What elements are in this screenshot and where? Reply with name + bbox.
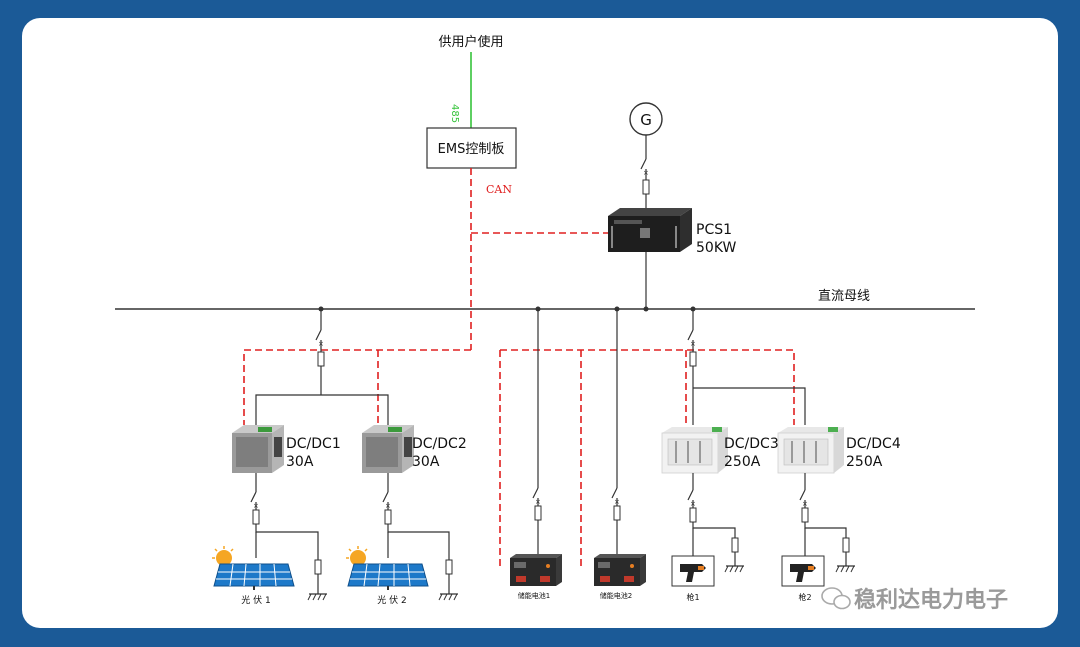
pcs-power: 50KW [696, 240, 736, 256]
gun1-label: 枪1 [686, 592, 699, 602]
dcdc4-name: DC/DC4 [846, 436, 901, 452]
can-bus-lines [243, 168, 795, 567]
pcs-cabinet-icon [608, 208, 692, 252]
wechat-icon [821, 587, 851, 610]
bus-label: 直流母线 [818, 289, 870, 304]
bat2-label: 储能电池2 [600, 591, 632, 600]
pcs-name: PCS1 [696, 222, 732, 238]
dcdc2-module [362, 425, 414, 473]
dcdc4-module [777, 426, 845, 474]
ems-board [426, 127, 517, 169]
generator-label: G [640, 111, 652, 129]
dcdc4-current: 250A [846, 454, 883, 470]
pv2-label: 光 伏 2 [377, 594, 406, 606]
dcdc2-current: 30A [412, 454, 440, 470]
user-label: 供用户使用 [438, 34, 503, 50]
dcdc2-name: DC/DC2 [412, 436, 467, 452]
diagram-panel [22, 18, 1058, 628]
bat1-label: 储能电池1 [518, 591, 550, 600]
dcdc3-name: DC/DC3 [724, 436, 779, 452]
dcdc1-module [232, 425, 284, 473]
ems-label: EMS控制板 [438, 142, 505, 157]
watermark-text: 稳利达电力电子 [854, 587, 1008, 613]
rs485-label: 485 [449, 104, 460, 123]
pv1-label: 光 伏 1 [241, 594, 270, 606]
dcdc3-current: 250A [724, 454, 761, 470]
dcdc3-module [661, 426, 729, 474]
dcdc1-current: 30A [286, 454, 314, 470]
can-label: CAN [486, 183, 512, 196]
gun2-label: 枪2 [798, 592, 811, 602]
dcdc1-name: DC/DC1 [286, 436, 341, 452]
